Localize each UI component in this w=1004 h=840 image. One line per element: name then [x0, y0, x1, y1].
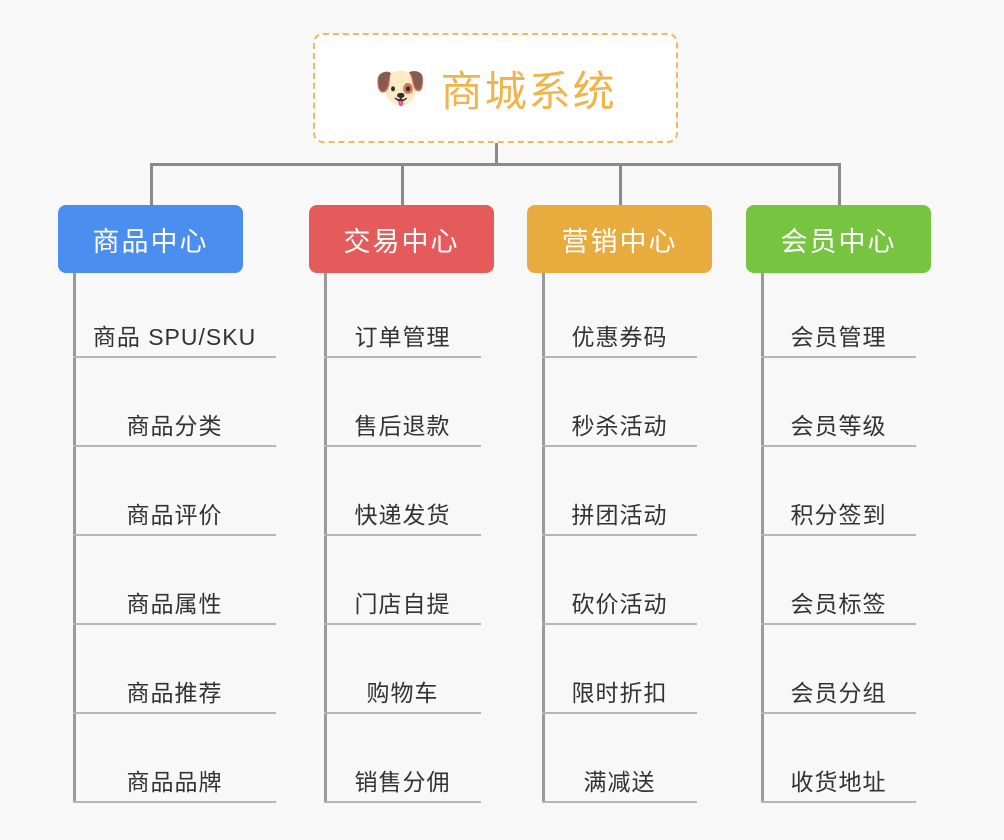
leaf-item-label: 门店自提 — [354, 591, 451, 617]
leaf-item[interactable]: 快递发货 — [324, 471, 481, 536]
category-label-marketing-center: 营销中心 — [561, 226, 678, 257]
leaf-item-label: 会员标签 — [790, 591, 887, 617]
leaf-item-label: 限时折扣 — [571, 680, 668, 706]
leaf-item-label: 积分签到 — [790, 502, 887, 528]
leaf-item-label: 商品品牌 — [126, 769, 223, 795]
leaf-item[interactable]: 销售分佣 — [324, 738, 481, 803]
leaf-item[interactable]: 商品评价 — [73, 471, 276, 536]
leaf-item[interactable]: 会员管理 — [761, 293, 916, 358]
connector-drop-member-center — [838, 163, 841, 205]
leaf-item-label: 秒杀活动 — [571, 413, 668, 439]
leaf-item[interactable]: 商品品牌 — [73, 738, 276, 803]
leaf-item-label: 商品 SPU/SKU — [92, 324, 257, 350]
leaf-item-label: 收货地址 — [790, 769, 887, 795]
leaf-item-label: 满减送 — [583, 769, 656, 795]
category-label-product-center: 商品中心 — [92, 226, 209, 257]
category-box-trade-center[interactable]: 交易中心 — [309, 205, 494, 273]
leaf-item[interactable]: 会员标签 — [761, 560, 916, 625]
connector-drop-product-center — [150, 163, 153, 205]
category-box-product-center[interactable]: 商品中心 — [58, 205, 243, 273]
leaf-item[interactable]: 秒杀活动 — [542, 382, 697, 447]
category-label-trade-center: 交易中心 — [343, 226, 460, 257]
leaf-item[interactable]: 订单管理 — [324, 293, 481, 358]
leaf-item-label: 会员管理 — [790, 324, 887, 350]
leaf-item[interactable]: 收货地址 — [761, 738, 916, 803]
leaf-item-label: 购物车 — [366, 680, 439, 706]
leaf-item-label: 商品评价 — [126, 502, 223, 528]
connector-horizontal-bar — [150, 163, 841, 166]
spine-trade-center — [324, 273, 327, 803]
leaf-item-label: 会员分组 — [790, 680, 887, 706]
leaf-item[interactable]: 购物车 — [324, 649, 481, 714]
leaf-item[interactable]: 门店自提 — [324, 560, 481, 625]
leaf-item[interactable]: 会员等级 — [761, 382, 916, 447]
leaf-item[interactable]: 商品分类 — [73, 382, 276, 447]
leaf-item[interactable]: 砍价活动 — [542, 560, 697, 625]
leaf-item-label: 销售分佣 — [354, 769, 451, 795]
leaf-item-label: 优惠券码 — [571, 324, 668, 350]
connector-drop-trade-center — [401, 163, 404, 205]
leaf-item[interactable]: 会员分组 — [761, 649, 916, 714]
shiba-dog-emoji-icon: 🐶 — [374, 63, 427, 112]
connector-root-stem — [495, 143, 498, 166]
leaf-item-label: 商品推荐 — [126, 680, 223, 706]
leaf-item[interactable]: 商品推荐 — [73, 649, 276, 714]
spine-marketing-center — [542, 273, 545, 803]
category-box-marketing-center[interactable]: 营销中心 — [527, 205, 712, 273]
root-title: 商城系统 — [440, 67, 617, 115]
leaf-item[interactable]: 拼团活动 — [542, 471, 697, 536]
leaf-item[interactable]: 满减送 — [542, 738, 697, 803]
leaf-item[interactable]: 商品属性 — [73, 560, 276, 625]
leaf-item-label: 商品属性 — [126, 591, 223, 617]
leaf-item-label: 商品分类 — [126, 413, 223, 439]
category-box-member-center[interactable]: 会员中心 — [746, 205, 931, 273]
leaf-item[interactable]: 售后退款 — [324, 382, 481, 447]
leaf-item[interactable]: 优惠券码 — [542, 293, 697, 358]
leaf-item-label: 订单管理 — [354, 324, 451, 350]
category-label-member-center: 会员中心 — [780, 226, 897, 257]
leaf-item-label: 拼团活动 — [571, 502, 668, 528]
leaf-item-label: 会员等级 — [790, 413, 887, 439]
leaf-item[interactable]: 积分签到 — [761, 471, 916, 536]
leaf-item[interactable]: 商品 SPU/SKU — [73, 293, 276, 358]
connector-drop-marketing-center — [619, 163, 622, 205]
leaf-item-label: 快递发货 — [354, 502, 451, 528]
leaf-item-label: 售后退款 — [354, 413, 451, 439]
leaf-item[interactable]: 限时折扣 — [542, 649, 697, 714]
leaf-item-label: 砍价活动 — [571, 591, 668, 617]
spine-member-center — [761, 273, 764, 803]
root-node[interactable]: 🐶 商城系统 — [313, 33, 678, 143]
spine-product-center — [73, 273, 76, 803]
